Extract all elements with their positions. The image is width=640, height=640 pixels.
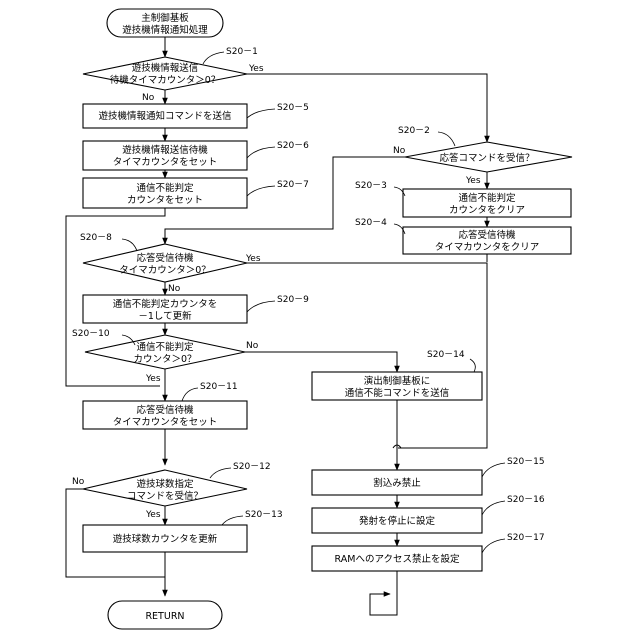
s20-2-text: 応答コマンドを受信？ (439, 152, 534, 164)
leader-s20-13 (222, 516, 243, 525)
s20-9-line-2: －1して更新 (138, 310, 192, 322)
s20-7-line-1: 通信不能判定 (136, 182, 194, 194)
no-s20-1: No (142, 93, 155, 103)
s20-12-line-2: コマンドを受信？ (127, 490, 203, 502)
s20-11-line-1: 応答受信待機 (136, 404, 194, 416)
s20-17-text: RAMへのアクセス禁止を設定 (335, 553, 460, 565)
s20-4-line-1: 応答受信待機 (458, 229, 516, 241)
s20-3-line-1: 通信不能判定 (458, 192, 516, 204)
s20-15-text: 割込み禁止 (373, 477, 421, 489)
s20-7-line-2: カウンタをセット (127, 195, 203, 206)
s20-12-line-1: 遊技球数指定 (136, 478, 194, 490)
start-line-1: 主制御基板 (141, 12, 189, 24)
label-s20-11: S20－11 (200, 382, 238, 392)
s20-4-line-2: タイマカウンタをクリア (435, 242, 540, 253)
s20-1-line-1: 遊技機情報送信 (132, 62, 199, 74)
label-s20-3: S20－3 (355, 181, 387, 191)
s20-9-line-1: 通信不能判定カウンタを (113, 298, 218, 310)
label-s20-13: S20－13 (245, 510, 283, 520)
s20-5-text: 遊技機情報通知コマンドを送信 (98, 110, 231, 122)
label-s20-5: S20－5 (277, 103, 309, 113)
start-line-2: 遊技機情報通知処理 (122, 24, 208, 36)
leader-s20-2 (438, 132, 455, 146)
yes-s20-10: Yes (145, 374, 161, 384)
leader-s20-6 (247, 147, 275, 158)
label-s20-4: S20－4 (355, 218, 387, 228)
label-s20-8: S20－8 (80, 233, 112, 243)
yes-s20-2: Yes (465, 176, 481, 186)
leader-s20-8 (122, 239, 137, 251)
s20-14-line-2: 通信不能コマンドを送信 (345, 387, 450, 399)
label-s20-14: S20－14 (427, 350, 465, 360)
s20-10-line-1: 通信不能判定 (136, 341, 194, 353)
label-s20-10: S20－10 (72, 329, 110, 339)
no-s20-2: No (393, 146, 406, 156)
leader-s20-7 (247, 186, 275, 196)
yes-s20-1: Yes (248, 64, 264, 74)
leader-s20-17 (482, 539, 505, 553)
s20-13-text: 遊技球数カウンタを更新 (113, 533, 218, 545)
s20-1-line-2: 待機タイマカウンタ＞0？ (110, 74, 221, 86)
s20-8-line-1: 応答受信待機 (136, 252, 194, 264)
no-s20-10: No (246, 341, 259, 351)
no-s20-12: No (72, 477, 85, 487)
s20-11-line-2: タイマカウンタをセット (113, 417, 218, 428)
edge-stop-loop (370, 594, 397, 615)
leader-s20-12 (210, 468, 231, 478)
edge-s20-10-no (245, 352, 397, 372)
leader-s20-14 (470, 359, 475, 372)
leader-s20-16 (482, 501, 505, 515)
label-s20-6: S20－6 (277, 141, 309, 151)
label-s20-2: S20－2 (398, 126, 430, 136)
label-s20-17: S20－17 (507, 533, 545, 543)
leader-s20-1 (203, 52, 224, 64)
s20-8-line-2: タイマカウンタ＞0？ (119, 265, 211, 276)
label-s20-7: S20－7 (277, 180, 309, 190)
no-s20-8: No (168, 284, 181, 294)
yes-s20-12: Yes (145, 510, 161, 520)
label-s20-16: S20－16 (507, 495, 545, 505)
label-s20-15: S20－15 (507, 457, 545, 467)
end-text: RETURN (145, 611, 184, 622)
label-s20-9: S20－9 (277, 295, 309, 305)
leader-s20-15 (482, 463, 505, 477)
s20-16-text: 発射を停止に設定 (359, 515, 436, 527)
s20-14-line-1: 演出制御基板に (364, 375, 431, 387)
label-s20-12: S20－12 (233, 462, 271, 472)
leader-s20-5 (247, 109, 275, 118)
s20-10-line-2: カウンタ＞0？ (133, 354, 196, 365)
yes-s20-8: Yes (245, 254, 261, 264)
label-s20-1: S20－1 (226, 47, 258, 57)
s20-6-line-1: 遊技機情報送信待機 (122, 144, 208, 156)
leader-s20-11 (182, 388, 198, 401)
s20-6-line-2: タイマカウンタをセット (113, 157, 218, 168)
s20-3-line-2: カウンタをクリア (449, 205, 525, 216)
leader-s20-9 (247, 301, 275, 312)
